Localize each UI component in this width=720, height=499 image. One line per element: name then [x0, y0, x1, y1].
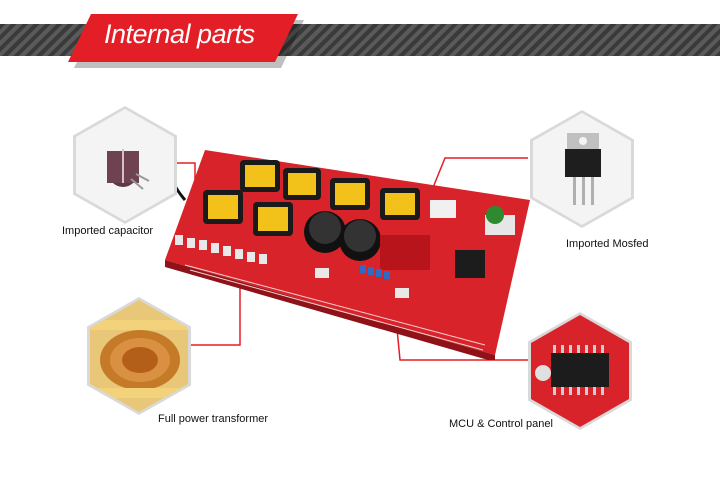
mosfet-hex [530, 110, 634, 228]
capacitor-icon [76, 109, 174, 221]
mosfet-label: Imported Mosfed [566, 238, 649, 250]
circuit-board-image [165, 150, 530, 360]
page-title: Internal parts [104, 19, 255, 49]
title-tag [68, 14, 298, 62]
transformer-icon [90, 300, 188, 412]
mosfet-icon [533, 113, 631, 225]
capacitor-label: Imported capacitor [62, 225, 154, 237]
transformer-label: Full power transformer [158, 413, 269, 425]
chip-icon [531, 315, 629, 427]
mcu-label: MCU & Control panel [449, 418, 553, 430]
mosfet-callout-line [429, 157, 528, 196]
